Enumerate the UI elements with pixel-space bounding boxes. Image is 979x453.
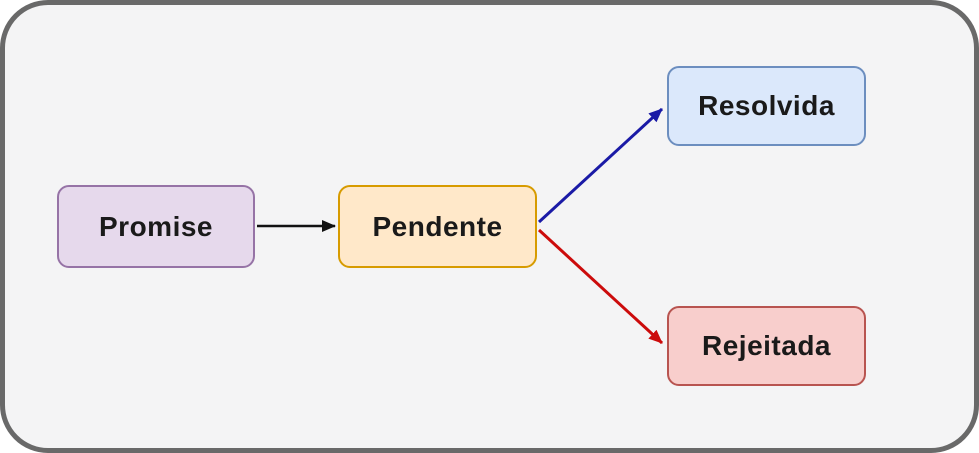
node-rejeitada-label: Rejeitada (702, 330, 831, 361)
node-pendente-label: Pendente (372, 210, 503, 242)
node-rejeitada: Rejeitada (667, 306, 866, 386)
node-resolvida-label: Resolvida (698, 90, 835, 121)
node-promise: Promise (57, 185, 255, 268)
node-pendente: Pendente (338, 185, 537, 268)
node-resolvida: Resolvida (667, 66, 866, 146)
node-promise-label: Promise (99, 210, 213, 242)
